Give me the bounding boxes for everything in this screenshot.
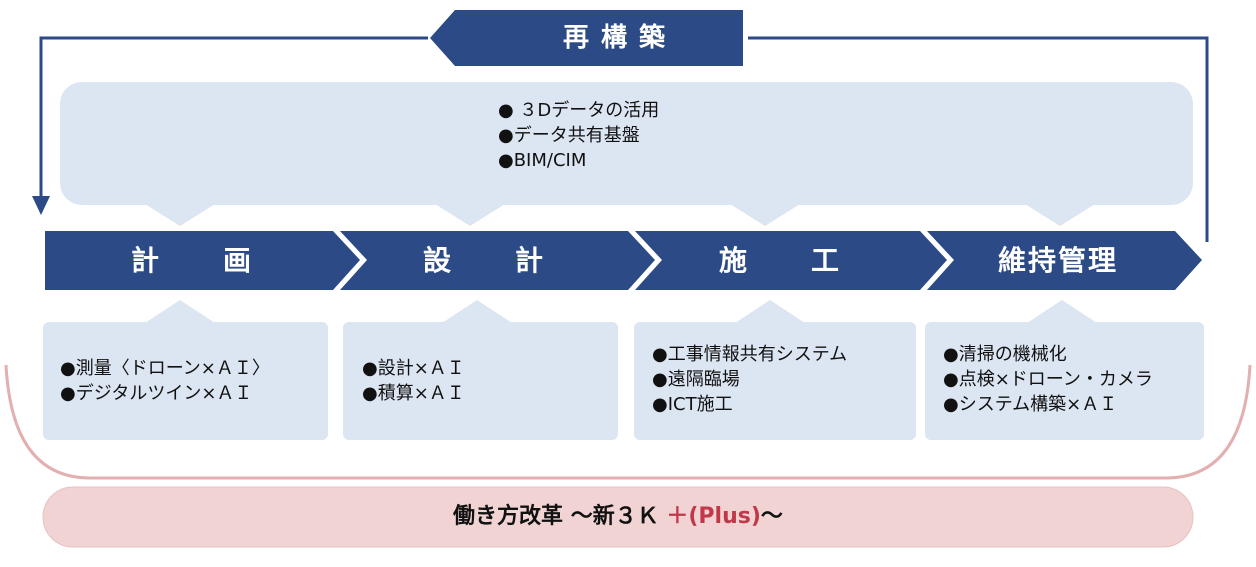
stage-pointer — [442, 300, 512, 323]
stage-label-plan: 計 画 — [130, 244, 269, 277]
list-item: ●工事情報共有システム — [652, 344, 848, 365]
chevron-maintenance — [927, 231, 1202, 290]
shared-list: ● ３Dデータの活用 ●データ共有基盤 ●BIM/CIM — [498, 98, 659, 173]
stage-label-maintenance: 維持管理 — [997, 244, 1118, 277]
loop-line-right — [748, 36, 1209, 242]
stage-list-plan: ●測量〈ドローン×ＡＩ〉 ●デジタルツイン×ＡＩ — [60, 356, 270, 406]
stage-box — [43, 322, 328, 440]
stage-box — [343, 322, 618, 440]
reform-plus: ＋(Plus) — [666, 504, 761, 529]
stage-label-design: 設 計 — [422, 244, 561, 277]
stage-pointer — [735, 300, 805, 323]
reform-arc — [4, 364, 1252, 480]
shared-pointer — [435, 204, 505, 226]
chevron-construction — [635, 231, 947, 290]
stage-pointer — [1027, 300, 1097, 323]
list-item: ●データ共有基盤 — [498, 125, 640, 146]
list-item: ●ICT施工 — [652, 394, 733, 415]
list-item: ● ３Dデータの活用 — [498, 100, 660, 121]
list-item: ●測量〈ドローン×ＡＩ〉 — [60, 358, 270, 379]
chevron-design — [340, 231, 655, 290]
list-item: ●点検×ドローン・カメラ — [943, 369, 1153, 390]
list-item: ●BIM/CIM — [498, 150, 587, 171]
stage-box — [634, 322, 916, 440]
shared-box — [60, 82, 1193, 205]
stage-list-design: ●設計×ＡＩ ●積算×ＡＩ — [362, 356, 465, 406]
shared-pointer — [145, 204, 215, 226]
stage-label-construction: 施 工 — [718, 244, 857, 277]
rebuild-banner — [430, 10, 743, 66]
stage-list-construction: ●工事情報共有システム ●遠隔臨場 ●ICT施工 — [652, 342, 847, 417]
rebuild-label: 再構築 — [562, 23, 677, 53]
stage-list-maintenance: ●清掃の機械化 ●点検×ドローン・カメラ ●システム構築×ＡＩ — [943, 342, 1153, 417]
reform-title: 働き方改革 〜新３Ｋ ＋(Plus)〜 — [43, 487, 1193, 547]
reform-pill — [42, 486, 1194, 548]
chevron-plan — [45, 231, 360, 290]
list-item: ●清掃の機械化 — [943, 344, 1067, 365]
list-item: ●デジタルツイン×ＡＩ — [60, 383, 253, 404]
list-item: ●設計×ＡＩ — [362, 358, 465, 379]
loop-line-left — [39, 36, 428, 200]
stage-pointer — [145, 300, 215, 323]
reform-main: 働き方改革 〜新３Ｋ — [453, 504, 667, 529]
list-item: ●積算×ＡＩ — [362, 383, 465, 404]
list-item: ●遠隔臨場 — [652, 369, 740, 390]
shared-pointer — [1025, 204, 1095, 226]
list-item: ●システム構築×ＡＩ — [943, 394, 1118, 415]
loop-arrowhead — [32, 196, 50, 215]
shared-pointer — [730, 204, 800, 226]
reform-tail: 〜 — [760, 504, 783, 529]
stage-box — [925, 322, 1204, 440]
